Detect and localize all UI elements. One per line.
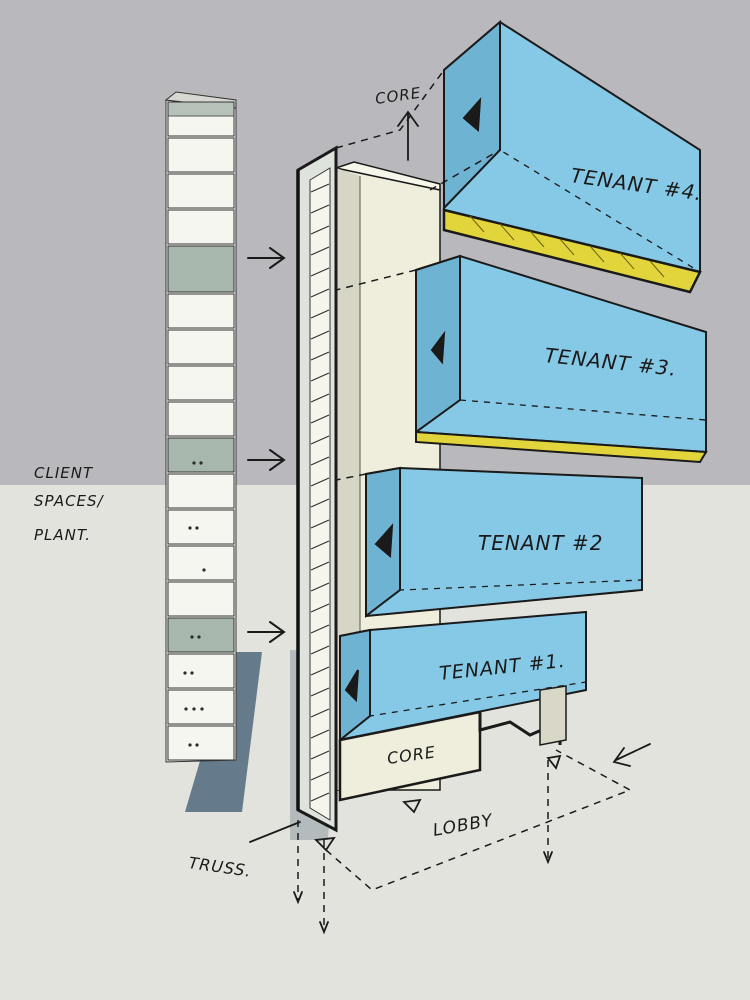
tenant-4-box <box>442 19 702 294</box>
truss-rung <box>310 456 330 466</box>
lobby-dashed-outline <box>297 69 632 930</box>
truss-rung <box>310 288 330 298</box>
direction-arrows <box>249 110 651 935</box>
label-tenant-2: TENANT #2 <box>478 531 604 555</box>
truss-rung <box>310 582 330 592</box>
truss-rung <box>310 771 330 781</box>
truss-rung <box>310 435 330 445</box>
truss-rung <box>310 351 330 361</box>
truss-rung <box>310 603 330 613</box>
truss-rung <box>310 498 330 508</box>
tenant-3-box <box>415 254 708 464</box>
truss-rung <box>310 624 330 634</box>
stack-arrows <box>247 247 286 643</box>
truss-column <box>296 145 338 833</box>
truss-rung <box>310 393 330 403</box>
tenant-1-box <box>339 610 587 743</box>
truss-rung <box>310 561 330 571</box>
truss-rung <box>310 330 330 340</box>
truss-rung <box>310 540 330 550</box>
truss-rung <box>310 183 330 193</box>
truss-rung <box>310 519 330 529</box>
tenant-2-box <box>365 466 643 619</box>
truss-rung <box>310 477 330 487</box>
truss-rung <box>310 645 330 655</box>
truss-rung <box>310 687 330 697</box>
truss-rung <box>310 225 330 235</box>
truss-rung <box>310 792 330 802</box>
truss-rung <box>310 750 330 760</box>
truss-rung <box>310 372 330 382</box>
truss-rung <box>310 729 330 739</box>
client-spaces-stack <box>164 91 237 763</box>
truss-rung <box>310 666 330 676</box>
truss-rung <box>310 204 330 214</box>
truss-rung <box>310 414 330 424</box>
lobby-core-block <box>338 685 567 802</box>
label-client-line-1: CLIENT <box>34 464 94 482</box>
label-client-line-3: PLANT. <box>34 526 91 544</box>
truss-rung <box>310 267 330 277</box>
truss-rung <box>310 708 330 718</box>
truss-rung <box>310 246 330 256</box>
truss-rung <box>310 309 330 319</box>
label-client-line-2: SPACES/ <box>34 492 105 510</box>
